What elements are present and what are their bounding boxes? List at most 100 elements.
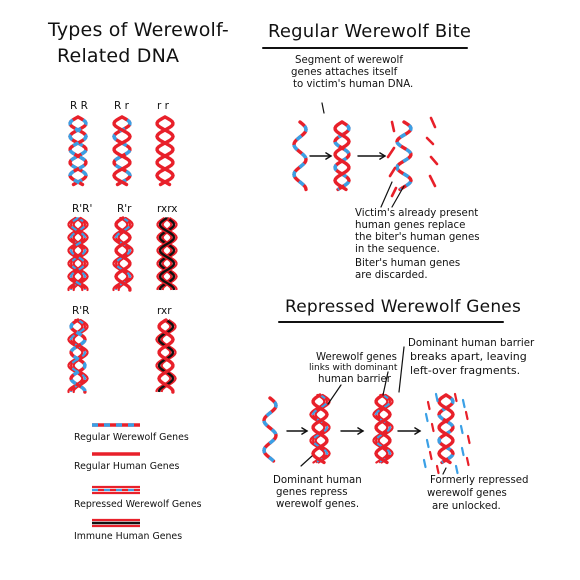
- rep-helix-barrier-strand-a-red-b: [377, 393, 394, 464]
- legend-label-immune-human: Immune Human Genes: [74, 531, 183, 542]
- helix-R1r-strand-b: [114, 216, 132, 292]
- helix-rxrx-strand-b-black-mid: [158, 216, 176, 291]
- repressed-note-dominant-3: werewolf genes.: [276, 499, 360, 510]
- rep-pointer-breaks-1: [382, 371, 389, 396]
- rep-fragment-12: [434, 392, 439, 403]
- rep-helix-linked-strand-a-red-b: [314, 393, 331, 464]
- rep-pointer-links: [327, 384, 342, 405]
- bite-fragment-7: [390, 186, 398, 198]
- helix-RR-strand-a-blue: [68, 115, 88, 186]
- helix-R1r-strand-a-red-b: [117, 216, 134, 292]
- rep-fragment-14: [435, 464, 440, 475]
- rep-fragment-3: [425, 438, 430, 449]
- rep-helix-linked: [309, 393, 331, 465]
- bite-fragment-3: [386, 146, 396, 159]
- bite-note-bottom-3: the biter's human genes: [355, 232, 480, 243]
- rep-fragment-4: [428, 450, 433, 461]
- helix-rxrx-strand-b-red-a: [156, 217, 173, 291]
- helix-R1R-strand-a-red-b: [72, 318, 89, 394]
- bite-fragment-2: [425, 136, 435, 146]
- rep-fragment-8: [459, 424, 464, 435]
- bite-note-top-2: genes attaches itself: [291, 67, 398, 78]
- rep-pointer-breaks-2: [398, 346, 405, 393]
- genotype-label-rxrx: rxrx: [157, 203, 178, 215]
- repressed-note-breaks-3: left-over fragments.: [410, 364, 521, 377]
- rep-fragment-0: [426, 400, 431, 411]
- rep-helix-barrier-strand-a-blue-mid: [374, 394, 392, 464]
- rep-fragment-15: [454, 464, 459, 475]
- genotype-label-R'R: R'R: [72, 305, 90, 317]
- bite-note-top-1: Segment of werewolf: [295, 55, 403, 66]
- helix-R1R-strand-a-red-mid: [69, 319, 87, 393]
- rep-helix-unlocked-strand-a-red: [437, 393, 455, 465]
- helix-R1R1-strand-b-red-b: [72, 216, 89, 292]
- bite-note-bottom-4: in the sequence.: [355, 244, 440, 255]
- helix-R1R1-strand-b-blue-mid: [69, 217, 87, 291]
- bite-note-top-3: to victim's human DNA.: [293, 79, 414, 90]
- repressed-note-breaks-1: Dominant human barrier: [408, 338, 535, 349]
- genotype-label-R'R': R'R': [72, 203, 93, 215]
- legend-bar-immune-human: [92, 518, 140, 528]
- helix-layer: [67, 115, 455, 528]
- repressed-note-dominant-1: Dominant human: [273, 475, 362, 486]
- bite-note-bottom-1: Victim's already present: [355, 208, 479, 219]
- repressed-note-links-2: links with dominant: [309, 363, 398, 373]
- rep-helix-barrier: [372, 393, 394, 465]
- genotype-label-R'r: R'r: [117, 203, 132, 215]
- helix-R1R1: [67, 216, 89, 292]
- helix-R1r-strand-a-red-mid: [114, 217, 132, 291]
- helix-R1R-strand-b-blue: [69, 318, 87, 393]
- rep-pointer-unlocked: [442, 467, 447, 475]
- rep-segment-strand-blue: [262, 396, 278, 463]
- bite-fragment-6: [428, 174, 437, 188]
- helix-R1R-strand-a-blue-mid: [69, 319, 87, 393]
- bite-segment: [292, 120, 308, 192]
- repressed-note-unlocked-2: werewolf genes: [427, 488, 507, 499]
- repressed-note-unlocked-3: are unlocked.: [432, 501, 501, 512]
- rep-helix-barrier-strand-b: [374, 393, 392, 465]
- helix-R1R1-strand-a-red-mid: [69, 217, 87, 291]
- helix-R1R: [67, 318, 89, 394]
- rep-arrow-2-head: [357, 427, 365, 435]
- helix-rxr-strand-b: [157, 318, 175, 394]
- helix-R1r-strand-a-blue-mid: [114, 217, 132, 291]
- bite-arrow-2: [357, 152, 387, 160]
- helix-rxrx-strand-b-red-b: [161, 217, 178, 291]
- bite-helix-combined-strand-a-red: [333, 120, 351, 192]
- bite-helix-result-strand-a-red: [395, 120, 413, 192]
- bite-helix-combined-strand-b: [333, 120, 351, 192]
- rep-arrow-2: [340, 427, 365, 435]
- repressed-note-links-3: human barrier: [318, 374, 391, 385]
- legend-bar-repressed-werewolf: [92, 485, 140, 495]
- helix-Rr: [112, 115, 132, 187]
- bite-pointer-line-2: [391, 185, 405, 208]
- bite-arrow-1: [309, 152, 333, 160]
- repressed-note-unlocked-1: Formerly repressed: [430, 475, 529, 486]
- helix-rxr: [155, 318, 177, 394]
- legend-label-regular-human: Regular Human Genes: [74, 461, 180, 472]
- rep-fragment-13: [453, 392, 458, 403]
- bite-note-bottom-5: Biter's human genes: [355, 258, 461, 269]
- rep-fragment-5: [422, 458, 427, 469]
- bite-pointer-line-1: [380, 181, 393, 208]
- rep-pointer-dominant: [300, 455, 313, 467]
- bite-note-bottom-6: are discarded.: [355, 270, 428, 281]
- rep-fragment-6: [461, 398, 466, 409]
- helix-R1r: [112, 216, 134, 292]
- rep-helix-linked-strand-a-blue-mid: [311, 394, 329, 464]
- bite-fragment-1: [429, 116, 437, 129]
- rep-fragment-7: [464, 410, 469, 421]
- rep-arrow-1-head: [301, 427, 309, 435]
- repressed-title-underline: [278, 321, 504, 323]
- rep-fragment-2: [430, 422, 435, 433]
- rep-arrow-3: [397, 427, 422, 435]
- helix-rxrx-strand-a-red-b: [161, 217, 178, 291]
- bite-fragment-4: [429, 155, 439, 166]
- rep-fragment-11: [465, 456, 470, 467]
- helix-rr-strand-b: [155, 115, 175, 187]
- rep-helix-unlocked-strand-b: [437, 393, 455, 465]
- rep-segment: [262, 396, 278, 463]
- bite-helix-result: [395, 120, 413, 192]
- bite-arrow-1-head: [325, 152, 333, 160]
- rep-arrow-1: [286, 427, 309, 435]
